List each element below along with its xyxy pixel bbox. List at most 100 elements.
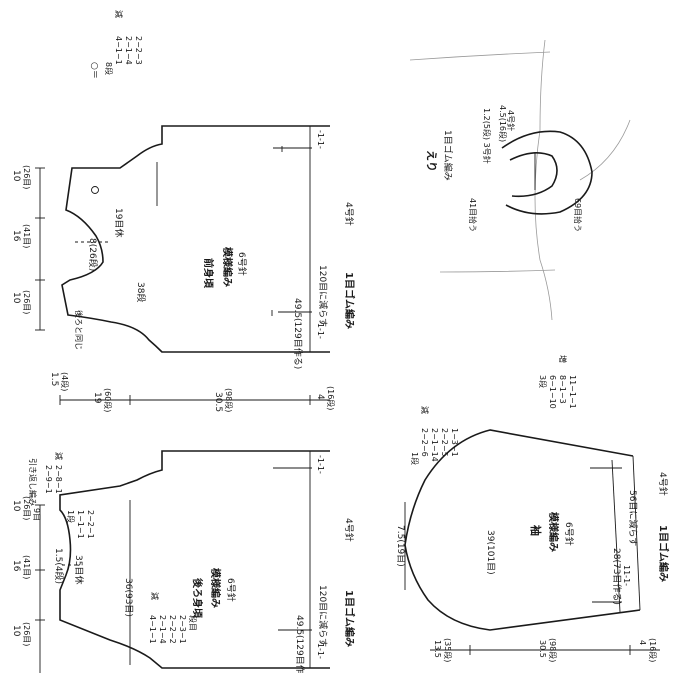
back-cast-on: 49.5(129目作る): [294, 615, 306, 673]
svg-text:(26目): (26目): [22, 165, 31, 189]
collar-rib: 1目ゴム編み: [442, 130, 454, 181]
neck-formula: ○＝ 8段 4−1−1 2−1−4 2−2−3 減: [89, 10, 143, 79]
svg-text:8−1−3: 8−1−3: [558, 375, 567, 404]
svg-text:2−1−14: 2−1−14: [430, 428, 439, 462]
front-needle: 6号針: [236, 252, 248, 276]
front-neck-depth: 8(26段): [87, 238, 99, 271]
svg-text:2−9−1: 2−9−1: [44, 465, 53, 494]
svg-text:(98段): (98段): [548, 638, 558, 662]
back-decrease: 120目に減らす: [317, 585, 329, 647]
svg-text:4−1−1: 4−1−1: [148, 615, 157, 644]
sleeve-rib-needle: 4号針: [657, 472, 669, 496]
back-side-length: 36(93目): [123, 578, 134, 617]
back-title: 後ろ身頃: [191, 578, 204, 619]
front-top-dimensions: 10 (26目) 16 (41目) 10 (26目): [11, 165, 45, 331]
front-neck-rest: 19目休: [113, 208, 125, 237]
front-rib-mark-top: -1-1-: [316, 130, 325, 149]
front-decrease: 120目に減らす: [317, 265, 329, 327]
svg-text:(4段): (4段): [60, 372, 70, 391]
collar-inner: [509, 152, 558, 198]
front-rib-mark-bottom: -1-1-: [316, 320, 325, 339]
sleeve-outline: [404, 429, 641, 631]
svg-text:1−1−1: 1−1−1: [76, 510, 85, 539]
collar-needle4: 4号針: [506, 110, 516, 131]
svg-text:19: 19: [92, 392, 102, 404]
sleeve-rib: 1目ゴム編み: [657, 525, 670, 582]
sleeve-stitch: 模様編み: [547, 512, 560, 552]
front-rib-label: 1目ゴム編み: [343, 272, 356, 329]
back-neck-depth: 1.5(4段): [53, 548, 65, 584]
sleeve-width: 39(101目): [485, 530, 496, 575]
front-rib-needle: 4号針: [343, 202, 355, 226]
front-cast-on: 49.5(129目作る): [292, 298, 304, 369]
back-rib-label: 1目ゴム編み: [343, 590, 356, 647]
svg-text:16: 16: [11, 560, 21, 572]
collar-title: えり: [425, 150, 438, 172]
sleeve-cuff: 28(73目作る): [611, 548, 623, 605]
svg-text:○＝: ○＝: [89, 62, 99, 79]
svg-text:10: 10: [11, 170, 21, 182]
svg-text:11−1−1: 11−1−1: [568, 375, 577, 409]
sleeve-rib-line: [611, 459, 621, 613]
svg-text:(41目): (41目): [22, 555, 31, 579]
svg-text:-1-1-: -1-1-: [316, 455, 325, 474]
svg-text:-1-1-: -1-1-: [316, 640, 325, 659]
sleeve-cap: 7.5(19目): [395, 525, 406, 567]
svg-text:1.5: 1.5: [49, 372, 59, 386]
svg-text:2−2−5: 2−2−5: [440, 428, 449, 457]
collar-outer: [501, 130, 593, 215]
svg-text:6−1−10: 6−1−10: [548, 375, 557, 409]
svg-text:16: 16: [11, 230, 21, 242]
back-pull-back-label: 引き返し編み: [28, 458, 38, 506]
svg-text:1段: 1段: [410, 452, 420, 465]
svg-text:1段: 1段: [66, 510, 76, 523]
svg-text:(16段): (16段): [648, 638, 658, 662]
back-needle: 6号針: [225, 578, 237, 602]
svg-text:13.5: 13.5: [433, 640, 442, 658]
back-neck-rest: 35目休: [73, 555, 85, 584]
svg-text:11-1-: 11-1-: [622, 565, 631, 586]
svg-text:(98段): (98段): [224, 388, 234, 412]
svg-text:10: 10: [11, 625, 21, 637]
front-title: 前身頃: [202, 258, 215, 289]
svg-text:30.5: 30.5: [213, 392, 223, 412]
front-stitch: 模様編み: [221, 247, 234, 287]
svg-text:4−1−1: 4−1−1: [114, 36, 123, 65]
collar-piece: えり 1目ゴム編み 41目拾う 69目拾う 4.5(16段) 1.2(5段) 3…: [409, 39, 631, 321]
svg-text:2−3−1: 2−3−1: [178, 615, 187, 644]
svg-text:(26目): (26目): [22, 496, 31, 520]
sleeve-decrease: 56目に減らす: [627, 490, 639, 546]
svg-text:減: 減: [54, 452, 64, 460]
svg-text:2−8−1: 2−8−1: [54, 465, 63, 494]
svg-text:10: 10: [11, 292, 21, 304]
svg-text:(60段): (60段): [103, 388, 113, 412]
svg-text:10: 10: [11, 500, 21, 512]
svg-text:8段: 8段: [104, 62, 114, 75]
back-stitch: 模様編み: [209, 568, 222, 608]
back-body-outline: [59, 450, 330, 669]
front-armhole-length: 38段: [135, 282, 147, 302]
svg-text:2−2−3: 2−2−3: [134, 36, 143, 65]
svg-text:2−1−4: 2−1−4: [124, 36, 133, 65]
svg-text:3段: 3段: [538, 375, 548, 388]
collar-needle3: 1.2(5段) 3号針: [482, 108, 492, 164]
svg-text:2−2−6: 2−2−6: [420, 428, 429, 457]
svg-text:段目: 段目: [188, 615, 198, 631]
svg-text:(26目): (26目): [22, 290, 31, 314]
svg-text:4: 4: [315, 394, 325, 400]
svg-text:(26目): (26目): [22, 622, 31, 646]
svg-text:減: 減: [420, 406, 430, 414]
front-body-piece: 前身頃 模様編み 6号針 1目ゴム編み 4号針 49.5(129目作る) 120…: [61, 125, 356, 369]
back-rib-needle: 4号針: [343, 518, 355, 542]
svg-text:減: 減: [150, 592, 160, 600]
svg-text:減: 減: [114, 10, 124, 18]
svg-text:4: 4: [638, 640, 647, 645]
collar-pick-front: 41目拾う: [468, 198, 478, 232]
svg-text:1−3−1: 1−3−1: [450, 428, 459, 457]
svg-text:増: 増: [558, 355, 568, 363]
back-top-dimensions: 10 (26目) 16 (41目) 10 (26目): [11, 496, 45, 673]
front-shoulder-note: 後ろと同じ: [74, 310, 84, 350]
svg-text:30.5: 30.5: [538, 640, 547, 658]
